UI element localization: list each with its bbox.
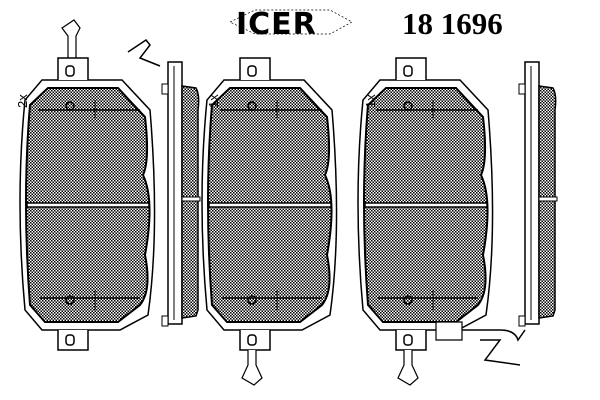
pad-3-quantity: 1x — [363, 94, 378, 108]
retaining-clip — [61, 19, 81, 58]
retaining-clip — [241, 350, 263, 386]
retaining-clip — [397, 350, 419, 386]
brand-logo: ICER — [229, 7, 353, 42]
brand-name: ICER — [236, 7, 317, 42]
brake-pad-3: 1x — [357, 57, 558, 386]
wear-sensor-wire — [462, 329, 526, 366]
pad-1-quantity: 2x — [15, 94, 30, 108]
part-number: 18 1696 — [402, 6, 503, 41]
wear-sensor — [435, 321, 463, 341]
brake-pad-2: 1x — [201, 57, 338, 386]
wear-sensor-wire — [127, 38, 161, 67]
pad-2-quantity: 1x — [206, 94, 221, 108]
brake-pad-1: 2x — [15, 57, 201, 351]
